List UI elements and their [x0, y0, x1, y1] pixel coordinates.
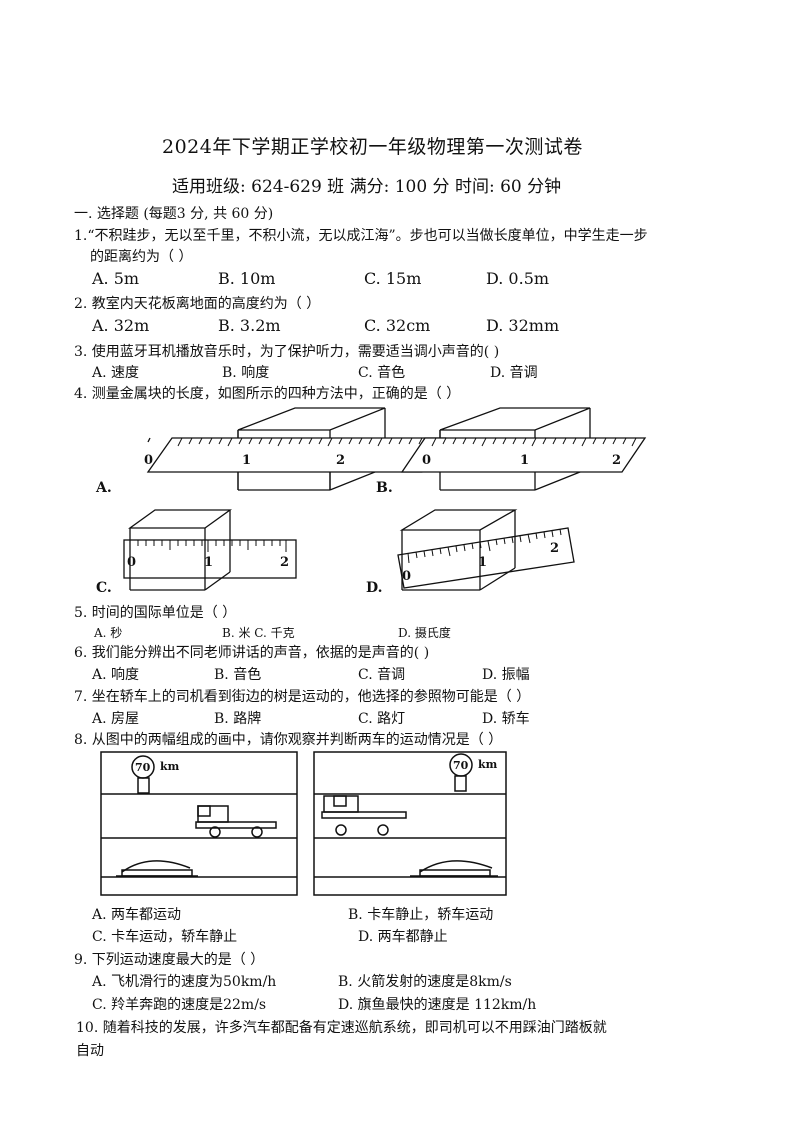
q7-option-b: B. 路牌 [214, 711, 262, 727]
q4-figure: 0 1 2 0 1 2 0 1 2 0 1 2 A. B. C. D. [95, 407, 647, 596]
q6-option-c: C. 音调 [358, 667, 406, 683]
q6-option-d: D. 振幅 [482, 667, 530, 683]
q4-d-tick-1: 1 [478, 555, 487, 570]
q3-option-a: A. 速度 [92, 365, 140, 381]
q9-option-d: D. 旗鱼最快的速度是 112km/h [338, 997, 537, 1013]
page-subtitle: 适用班级: 624-629 班 满分: 100 分 时间: 60 分钟 [172, 177, 562, 197]
q4-label-b: B. [376, 480, 393, 496]
q4-b-tick-2: 2 [612, 453, 621, 468]
q4-c-tick-2: 2 [280, 555, 289, 570]
q4-a-tick-1: 1 [242, 453, 251, 468]
q9-option-a: A. 飞机滑行的速度为50km/h [92, 974, 277, 990]
q4-c-tick-0: 0 [127, 555, 136, 570]
q8-left-truck [195, 805, 277, 838]
q8-right-car [410, 860, 498, 877]
q8-option-a: A. 两车都运动 [92, 907, 182, 923]
q6-option-a: A. 响度 [92, 667, 140, 683]
q2-option-a: A. 32m [92, 316, 150, 335]
q7-stem: 7. 坐在轿车上的司机看到街边的树是运动的，他选择的参照物可能是（ ） [74, 689, 531, 705]
q8-figure: 70 km 70 km [100, 751, 507, 896]
q4-figure-a-ticks [177, 437, 433, 447]
q1-option-c: C. 15m [364, 269, 422, 288]
q8-right-panel [313, 751, 507, 896]
q8-right-truck [321, 795, 407, 836]
q2-option-c: C. 32cm [364, 316, 431, 335]
q5-option-d: D. 摄氏度 [398, 626, 451, 640]
q8-left-sign-unit: km [160, 760, 180, 773]
q8-left-panel [100, 751, 298, 896]
q4-figure-c-ticks [129, 540, 287, 552]
q9-stem: 9. 下列运动速度最大的是（ ） [74, 952, 265, 968]
q2-stem: 2. 教室内天花板离地面的高度约为（ ） [74, 296, 321, 312]
q8-option-c: C. 卡车运动，轿车静止 [92, 929, 238, 945]
q3-stem: 3. 使用蓝牙耳机播放音乐时，为了保护听力，需要适当调小声音的( ) [74, 344, 500, 360]
q4-figure-b-ticks [431, 437, 637, 447]
q4-figure-b [400, 407, 647, 491]
q3-option-d: D. 音调 [490, 365, 538, 381]
q8-left-car [116, 860, 198, 877]
q8-left-sign-value: 70 [135, 761, 151, 774]
q9-option-b: B. 火箭发射的速度是8km/s [338, 974, 512, 990]
q8-option-b: B. 卡车静止，轿车运动 [348, 907, 494, 923]
q10-line1: 10. 随着科技的发展，许多汽车都配备有定速巡航系统，即司机可以不用踩油门踏板就 [76, 1020, 607, 1036]
q6-stem: 6. 我们能分辨出不同老师讲话的声音，依据的是声音的( ) [74, 645, 430, 661]
q10-line2: 自动 [76, 1043, 104, 1059]
q1-line2: 的距离约为（ ） [90, 249, 193, 265]
q4-b-tick-1: 1 [520, 453, 529, 468]
q4-figure-a [146, 407, 447, 491]
page-title: 2024年下学期正学校初一年级物理第一次测试卷 [162, 136, 583, 158]
q3-option-c: C. 音色 [358, 365, 406, 381]
q8-right-sign-value: 70 [453, 759, 469, 772]
q8-stem: 8. 从图中的两幅组成的画中，请你观察并判断两车的运动情况是（ ） [74, 732, 503, 748]
q6-option-b: B. 音色 [214, 667, 262, 683]
q2-option-d: D. 32mm [486, 316, 560, 335]
q5-option-a: A. 秒 [94, 626, 123, 640]
q4-label-a: A. [95, 480, 112, 496]
section-heading: 一. 选择题 (每题3 分, 共 60 分) [74, 206, 274, 222]
q4-figure-c [123, 509, 297, 591]
q1-option-b: B. 10m [218, 269, 276, 288]
q4-label-d: D. [366, 580, 383, 596]
q7-option-c: C. 路灯 [358, 711, 406, 727]
q4-label-c: C. [96, 580, 112, 596]
q2-option-b: B. 3.2m [218, 316, 281, 335]
q4-a-tick-2: 2 [336, 453, 345, 468]
q5-option-bc: B. 米 C. 千克 [222, 626, 295, 640]
q4-d-tick-2: 2 [550, 541, 559, 556]
q4-b-tick-0: 0 [422, 453, 431, 468]
q1-line1: 1.“不积跬步，无以至千里，不积小流，无以成江海”。步也可以当做长度单位，中学生… [74, 228, 648, 244]
q3-option-b: B. 响度 [222, 365, 270, 381]
q4-figure-d [397, 509, 575, 591]
q8-right-sign-unit: km [478, 758, 498, 771]
q4-stem: 4. 测量金属块的长度，如图所示的四种方法中，正确的是（ ） [74, 386, 461, 402]
q5-stem: 5. 时间的国际单位是（ ） [74, 605, 237, 621]
q4-d-tick-0: 0 [402, 569, 411, 584]
q8-option-d: D. 两车都静止 [358, 929, 448, 945]
q4-c-tick-1: 1 [204, 555, 213, 570]
q1-option-d: D. 0.5m [486, 269, 550, 288]
q9-option-c: C. 羚羊奔跑的速度是22m/s [92, 997, 267, 1013]
q4-figure-d-ticks [407, 528, 562, 564]
q4-a-tick-0: 0 [144, 453, 153, 468]
q7-option-d: D. 轿车 [482, 711, 530, 727]
q7-option-a: A. 房屋 [92, 711, 140, 727]
q1-option-a: A. 5m [92, 269, 140, 288]
